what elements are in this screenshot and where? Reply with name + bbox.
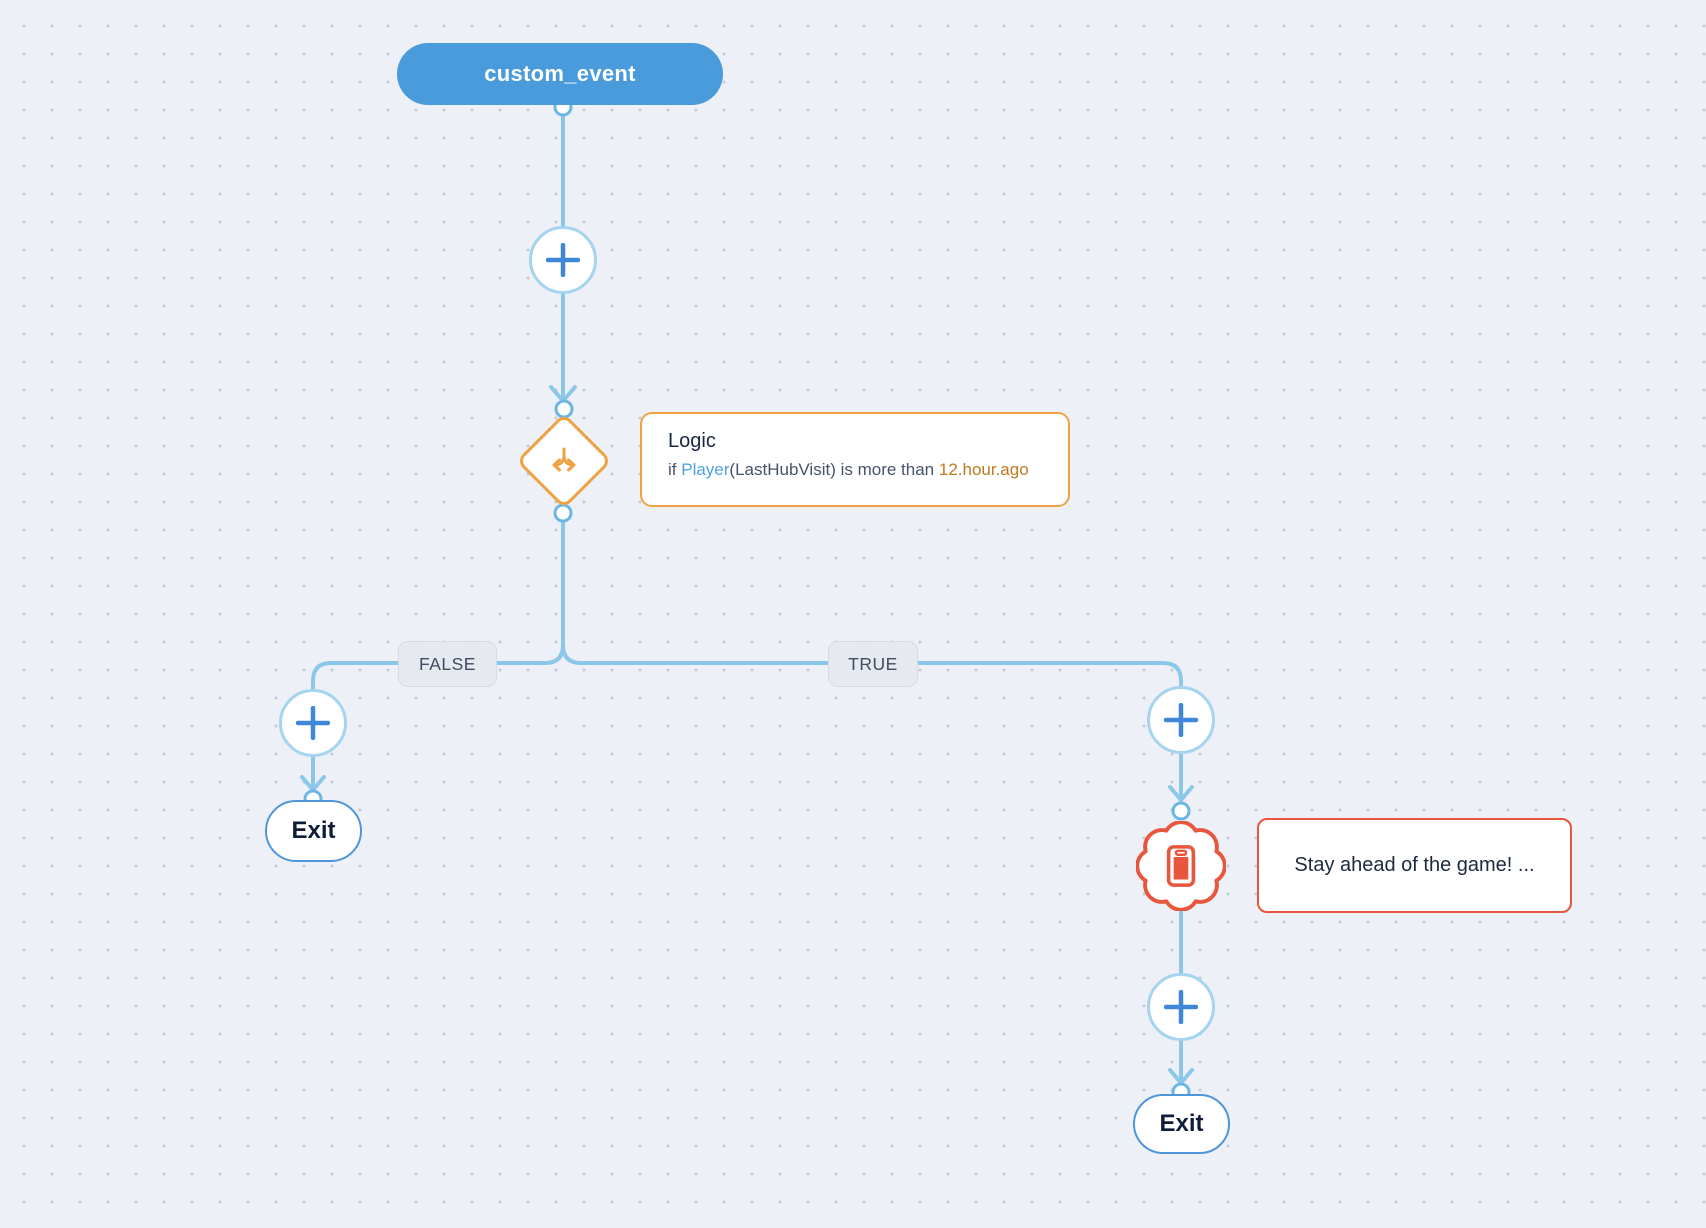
trigger-label: custom_event [484,61,636,86]
arrow-down-icon [1168,1068,1194,1085]
plus-icon [1164,703,1198,737]
exit-label: Exit [1159,1110,1204,1137]
plus-icon [296,706,330,740]
branch-false-text: FALSE [419,653,476,674]
add-node-button-2[interactable] [279,689,347,757]
logic-title: Logic [668,430,716,452]
logic-input-port [554,399,574,419]
condition-middle: (LastHubVisit) is more than [729,460,939,479]
condition-entity: Player [681,460,730,479]
exit-node-true-branch[interactable]: Exit [1133,1094,1230,1154]
push-notification-node[interactable] [1136,821,1226,911]
branch-split-icon [552,447,576,472]
trigger-node[interactable]: custom_event [397,43,723,105]
push-input-port [1171,801,1191,821]
mobile-push-icon [1166,845,1196,887]
arrow-down-icon [300,775,326,792]
plus-icon [1164,990,1198,1024]
arrow-down-icon [1168,785,1194,802]
add-node-button-3[interactable] [1147,686,1215,754]
branch-label-true: TRUE [828,641,918,687]
arrow-down-icon [549,385,577,403]
logic-detail-card[interactable]: Logic if Player(LastHubVisit) is more th… [640,412,1070,507]
condition-value: 12.hour.ago [938,460,1029,479]
branch-label-false: FALSE [398,641,497,687]
condition-prefix: if [668,460,682,479]
exit-label: Exit [291,817,336,844]
add-node-button-4[interactable] [1147,973,1215,1041]
push-message-card[interactable]: Stay ahead of the game! ... [1257,818,1572,913]
branch-true-text: TRUE [848,653,898,674]
add-node-button-1[interactable] [529,226,597,294]
logic-condition: if Player(LastHubVisit) is more than 12.… [668,460,1042,480]
logic-node[interactable] [515,412,613,510]
push-message-text: Stay ahead of the game! ... [1294,854,1535,876]
logic-output-port [553,503,573,523]
plus-icon [546,243,580,277]
exit-node-false-branch[interactable]: Exit [265,800,362,862]
